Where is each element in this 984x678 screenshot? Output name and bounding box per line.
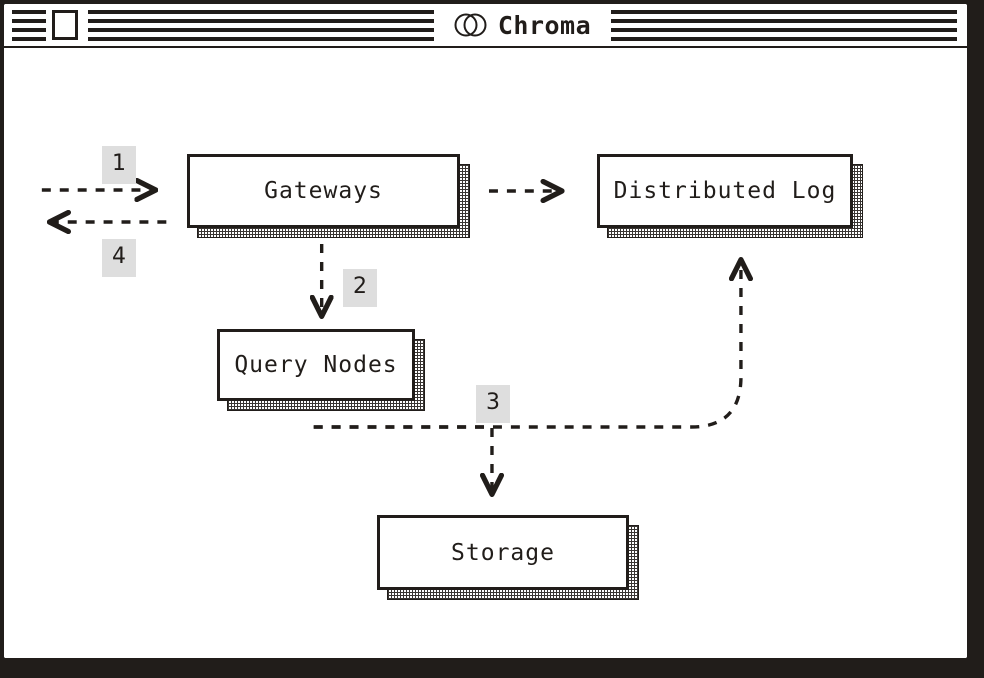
titlebar-stripes-left-a — [12, 9, 46, 41]
window-title-text: Chroma — [497, 10, 592, 40]
edge-query-nodes-to-distributed-log — [313, 262, 741, 429]
node-storage-face: Storage — [377, 515, 629, 590]
node-query-nodes-label: Query Nodes — [234, 352, 398, 378]
app-window: Chroma — [2, 2, 969, 660]
node-distributed-log-label: Distributed Log — [613, 178, 837, 204]
edge-query-nodes-to-storage — [313, 425, 492, 492]
step-badge-4: 4 — [102, 239, 136, 277]
chroma-logo-icon — [454, 13, 487, 37]
step-badge-1: 1 — [102, 146, 136, 184]
node-storage-label: Storage — [451, 539, 555, 566]
diagram-canvas: Gateways Distributed Log Query Nodes Sto… — [4, 48, 967, 660]
node-query-nodes[interactable]: Query Nodes — [217, 329, 425, 411]
close-window-button[interactable] — [52, 10, 78, 40]
titlebar-stripes-right — [611, 9, 957, 41]
diagram-edges-layer — [41, 48, 967, 660]
node-query-nodes-face: Query Nodes — [217, 329, 415, 401]
window-title-group: Chroma — [447, 10, 598, 40]
node-distributed-log-face: Distributed Log — [597, 154, 853, 228]
step-badge-2: 2 — [343, 269, 377, 307]
titlebar-stripes-left-b — [88, 9, 434, 41]
node-distributed-log[interactable]: Distributed Log — [597, 154, 863, 238]
node-gateways-label: Gateways — [264, 178, 383, 204]
node-storage[interactable]: Storage — [377, 515, 639, 600]
node-gateways-face: Gateways — [187, 154, 460, 228]
node-gateways[interactable]: Gateways — [187, 154, 470, 238]
step-badge-3: 3 — [476, 385, 510, 423]
window-titlebar: Chroma — [4, 4, 967, 48]
